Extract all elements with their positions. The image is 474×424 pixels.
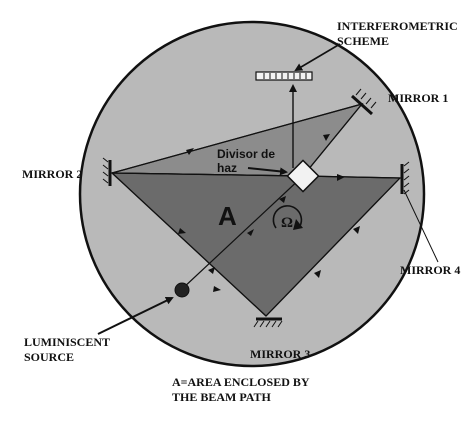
beam-path [111,103,401,317]
beam-arrow [337,174,345,181]
beam-arrow [279,196,286,203]
area-symbol: A [218,201,237,231]
source-label-line1: LUMINISCENT [24,335,110,349]
beam-arrow [208,267,215,274]
mirror4-label: MIRROR 4 [400,263,460,277]
detector-screen-icon [255,71,313,81]
mirror3-icon [253,317,283,328]
caption-line1: A=AREA ENCLOSED BY [172,375,310,389]
rotation-arrow-icon [272,205,303,230]
caption-line2: THE BEAM PATH [172,390,272,404]
rotation-symbol: Ω [281,215,293,231]
source-pointer [97,297,174,335]
beam-arrow [353,226,360,234]
beam-arrow [186,148,194,155]
mirror2-icon [102,157,112,186]
interferometric-label-line1: INTERFEROMETRIC [337,19,458,33]
beam-arrow [178,228,186,234]
mirror4-pointer [403,189,439,263]
interferometric-label-line2: SCHEME [337,34,389,48]
beam-direction-arrows [178,134,360,292]
mirror1-icon [350,88,377,116]
mirror2-label: MIRROR 2 [22,167,82,181]
beam-splitter-pointer [247,167,288,176]
beam-arrow [247,229,254,236]
interferometric-pointer [294,43,341,72]
source-label-line2: SOURCE [24,350,74,364]
mirror3-label: MIRROR 3 [250,347,310,361]
beam-splitter-icon [286,159,320,193]
mirror4-icon [400,161,410,195]
beam-arrow [323,134,330,141]
beam-splitter-label-line2: haz [217,161,237,175]
light-source-icon [174,282,190,298]
beam-arrow [213,286,221,292]
beam-splitter-label-line1: Divisor de [217,147,275,161]
beam-arrow [314,270,321,278]
mirror1-label: MIRROR 1 [388,91,448,105]
